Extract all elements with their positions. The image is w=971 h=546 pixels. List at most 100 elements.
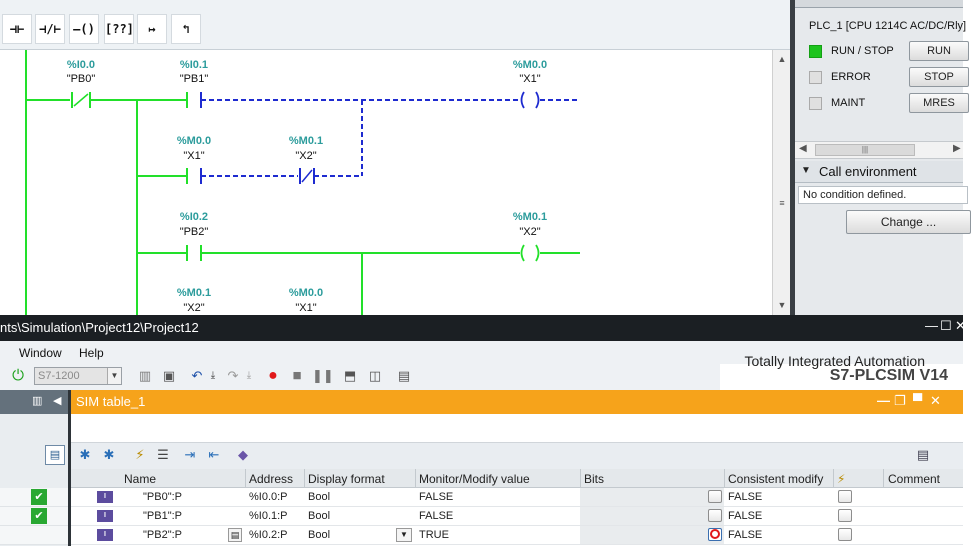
cpu-family-value: S7-1200	[38, 370, 80, 382]
collapse-left-icon[interactable]: ◀	[53, 395, 62, 407]
consistent-modify-checkbox[interactable]	[838, 490, 852, 503]
restore-icon[interactable]: ❐	[894, 393, 906, 408]
maximize-icon[interactable]: ☐	[940, 318, 952, 333]
maint-led-icon	[809, 97, 822, 110]
minimize-icon[interactable]: —	[877, 393, 890, 408]
row-name[interactable]: "PB0":P	[143, 491, 182, 503]
normally-closed-contact-icon[interactable]: ⊣/⊢	[35, 14, 65, 44]
call-environment-header[interactable]: ▼ Call environment	[795, 161, 963, 183]
scroll-right-icon[interactable]: ▶	[953, 143, 961, 154]
row-value[interactable]: FALSE	[419, 491, 454, 503]
column-monitor-modify-value[interactable]: Monitor/Modify value	[419, 472, 530, 486]
row-format[interactable]: Bool	[308, 529, 331, 541]
undo-dropdown-icon[interactable]: ⤓	[210, 370, 216, 381]
plcsim-title-bar[interactable]: nts\Simulation\Project12\Project12 — ☐ ✕	[0, 315, 966, 341]
modify-now-icon[interactable]: ⚡	[135, 447, 145, 462]
sim-project-icon[interactable]: ▣	[162, 368, 176, 383]
report-icon[interactable]: ▤	[397, 368, 411, 383]
ladder-diagram[interactable]: %I0.0 "PB0" %I0.1 "PB1" %M0.0 "X1" %M0.0…	[0, 50, 772, 315]
chevron-down-icon[interactable]: ▼	[107, 368, 121, 384]
run-button[interactable]: RUN	[909, 41, 969, 61]
column-comment[interactable]: Comment	[888, 472, 941, 486]
consistent-modify-checkbox[interactable]	[838, 509, 852, 522]
tag-icon[interactable]: ◆	[238, 447, 248, 462]
bit-checkbox-checked[interactable]	[708, 528, 722, 541]
ladder-vertical-scrollbar[interactable]: ▲ ≡ ▼	[772, 50, 790, 315]
column-consistent-modify[interactable]: Consistent modify	[728, 472, 824, 486]
modify-list-icon[interactable]: ☰	[157, 447, 169, 462]
normally-open-contact-icon[interactable]: ⊣⊢	[2, 14, 32, 44]
power-icon[interactable]: ⏻	[12, 367, 24, 384]
sim-table-toolbar: ✱ ✱ ⚡ ☰ ⇥ ⇤ ◆ ▤	[71, 442, 963, 469]
export-icon[interactable]: ⇤	[208, 447, 220, 462]
mres-button[interactable]: MRES	[909, 93, 969, 113]
column-settings-icon[interactable]: ▤	[916, 447, 930, 462]
split-vertical-icon[interactable]: ◫	[368, 368, 382, 383]
pane-splitter[interactable]	[68, 390, 71, 546]
column-address[interactable]: Address	[249, 472, 294, 486]
row-consistent-value[interactable]: FALSE	[728, 510, 763, 522]
column-bits[interactable]: Bits	[584, 472, 605, 486]
row-consistent-value[interactable]: FALSE	[728, 529, 763, 541]
open-branch-icon[interactable]: ↦	[137, 14, 167, 44]
redo-dropdown-icon[interactable]: ⤓	[246, 370, 252, 381]
bit-checkbox[interactable]	[708, 490, 722, 503]
row-address[interactable]: %I0.2:P	[249, 529, 288, 541]
close-branch-icon[interactable]: ↰	[171, 14, 201, 44]
consistent-modify-checkbox[interactable]	[838, 528, 852, 541]
undo-icon[interactable]: ↶	[191, 368, 203, 383]
bit-checkbox[interactable]	[708, 509, 722, 522]
pause-icon[interactable]: ❚❚	[312, 368, 334, 383]
record-icon[interactable]: ●	[268, 367, 278, 384]
row-value[interactable]: TRUE	[419, 529, 449, 541]
row-name[interactable]: "PB1":P	[143, 510, 182, 522]
cpu-panel-horizontal-scrollbar[interactable]: ◀ ||| ▶	[795, 141, 963, 159]
row-value[interactable]: FALSE	[419, 510, 454, 522]
maximize-icon[interactable]: ▀	[913, 393, 923, 408]
change-button[interactable]: Change ...	[846, 210, 971, 234]
empty-box-icon[interactable]: [??]	[104, 14, 134, 44]
cpu-family-select[interactable]: S7-1200 ▼	[34, 367, 122, 385]
row-address[interactable]: %I0.1:P	[249, 510, 288, 522]
menu-help[interactable]: Help	[79, 346, 104, 360]
panel-splitter[interactable]	[790, 0, 795, 315]
pane-layout-icon[interactable]: ▥	[32, 395, 43, 407]
table-row[interactable]: I "PB0":P %I0.0:P Bool FALSE FALSE	[71, 488, 963, 507]
column-name[interactable]: Name	[124, 472, 157, 486]
redo-icon[interactable]: ↷	[227, 368, 239, 383]
menu-window[interactable]: Window	[19, 346, 62, 360]
scroll-up-icon[interactable]: ▲	[777, 54, 787, 64]
stop-button[interactable]: STOP	[909, 67, 969, 87]
chevron-down-icon[interactable]: ▼	[396, 528, 412, 542]
row-format[interactable]: Bool	[308, 491, 331, 503]
add-all-icon[interactable]: ✱	[103, 447, 115, 462]
row-name[interactable]: "PB2":P	[143, 529, 182, 541]
download-to-device-icon[interactable]: ▥	[138, 368, 152, 383]
split-horizontal-icon[interactable]: ⬒	[343, 368, 357, 383]
output-coil-icon[interactable]: –()	[69, 14, 99, 44]
scroll-left-icon[interactable]: ◀	[799, 143, 807, 154]
checked-icon: ✔	[31, 508, 47, 524]
close-icon[interactable]: ✕	[930, 393, 941, 408]
table-view-icon[interactable]: ▤	[45, 445, 65, 465]
stop-icon[interactable]: ■	[292, 367, 302, 384]
scroll-grip-icon[interactable]: ≡	[779, 198, 785, 208]
import-icon[interactable]: ⇥	[184, 447, 196, 462]
table-row[interactable]: I "PB1":P %I0.1:P Bool FALSE FALSE	[71, 507, 963, 526]
tag-symbol: "X2"	[519, 226, 541, 238]
scroll-down-icon[interactable]: ▼	[777, 300, 787, 310]
minimize-icon[interactable]: —	[925, 318, 938, 333]
cpu-panel-header[interactable]	[795, 0, 963, 8]
column-display-format[interactable]: Display format	[308, 472, 385, 486]
error-led-icon	[809, 71, 822, 84]
scroll-thumb-icon[interactable]: |||	[815, 144, 915, 156]
table-row[interactable]: I "PB2":P ▤ %I0.2:P Bool ▼ TRUE FALSE	[71, 526, 963, 545]
row-address[interactable]: %I0.0:P	[249, 491, 288, 503]
sim-table-header: SIM table_1 — ❐ ▀ ✕	[71, 390, 963, 414]
row-consistent-value[interactable]: FALSE	[728, 491, 763, 503]
add-row-icon[interactable]: ✱	[79, 447, 91, 462]
chevron-down-icon[interactable]: ▼	[801, 165, 811, 176]
row-format[interactable]: Bool	[308, 510, 331, 522]
tag-picker-icon[interactable]: ▤	[228, 528, 242, 542]
close-icon[interactable]: ✕	[955, 318, 966, 333]
